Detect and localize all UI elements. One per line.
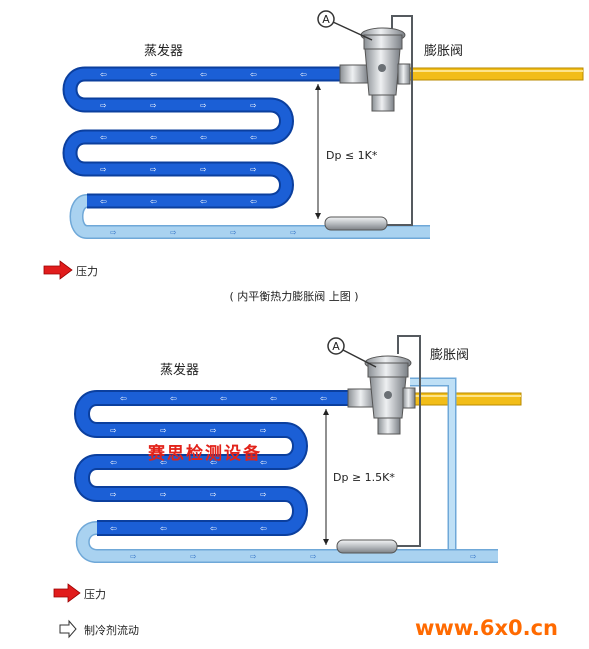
svg-text:⇨: ⇨ xyxy=(190,552,197,561)
svg-text:⇨: ⇨ xyxy=(150,165,157,174)
liquid-line-top xyxy=(407,67,584,81)
svg-text:⇨: ⇨ xyxy=(110,490,117,499)
svg-text:⇨: ⇨ xyxy=(250,101,257,110)
svg-text:⇦: ⇦ xyxy=(270,394,277,403)
marker-circle-top xyxy=(317,10,335,28)
flow-arrows-top: ⇦ ⇦ ⇦ ⇦ ⇦ ⇨ ⇨ ⇨ ⇨ ⇦ ⇦ ⇦ ⇦ ⇨ ⇨ ⇨ ⇨ ⇦ ⇦ ⇦ ⇦ ⇨ ⇨ ⇨ ⇨ xyxy=(100,70,307,237)
svg-text:⇨: ⇨ xyxy=(150,101,157,110)
svg-text:⇨: ⇨ xyxy=(250,165,257,174)
legend-pressure-top: 压力 xyxy=(76,265,98,278)
valve-label-top: 膨胀阀 xyxy=(424,44,463,59)
svg-text:⇨: ⇨ xyxy=(210,490,217,499)
svg-text:⇨: ⇨ xyxy=(170,228,177,237)
svg-text:⇨: ⇨ xyxy=(100,165,107,174)
svg-text:⇨: ⇨ xyxy=(160,490,167,499)
svg-text:⇨: ⇨ xyxy=(290,228,297,237)
dp-label-top: Dp ≤ 1K* xyxy=(326,149,378,162)
svg-text:⇦: ⇦ xyxy=(250,197,257,206)
valve-icon xyxy=(339,27,411,112)
dp-label-bottom: Dp ≥ 1.5K* xyxy=(333,471,395,484)
svg-text:⇦: ⇦ xyxy=(160,524,167,533)
svg-text:⇨: ⇨ xyxy=(160,426,167,435)
flow-arrow-icon xyxy=(59,619,77,639)
svg-text:⇨: ⇨ xyxy=(110,228,117,237)
svg-text:⇦: ⇦ xyxy=(100,197,107,206)
svg-text:⇨: ⇨ xyxy=(260,426,267,435)
svg-text:⇦: ⇦ xyxy=(150,70,157,79)
marker-leader-bottom xyxy=(342,349,377,368)
svg-text:⇨: ⇨ xyxy=(310,552,317,561)
capillary-tube-bottom xyxy=(395,335,421,547)
evaporator-label-top: 蒸发器 xyxy=(144,43,183,59)
svg-text:⇨: ⇨ xyxy=(200,165,207,174)
valve-label-bottom: 膨胀阀 xyxy=(430,348,469,363)
svg-text:⇨: ⇨ xyxy=(250,552,257,561)
capillary-tube-top xyxy=(385,15,413,226)
site-watermark: www.6x0.cn xyxy=(415,616,558,640)
pressure-arrow-icon xyxy=(43,260,73,280)
svg-text:⇨: ⇨ xyxy=(470,552,477,561)
svg-text:⇨: ⇨ xyxy=(260,490,267,499)
svg-text:⇦: ⇦ xyxy=(200,197,207,206)
equalizer-line xyxy=(410,377,457,553)
valve-icon xyxy=(347,355,416,435)
svg-text:⇦: ⇦ xyxy=(100,133,107,142)
svg-text:⇦: ⇦ xyxy=(260,524,267,533)
marker-leader-top xyxy=(332,21,373,41)
svg-text:⇦: ⇦ xyxy=(110,524,117,533)
svg-text:⇦: ⇦ xyxy=(260,458,267,467)
evaporator-label-bottom: 蒸发器 xyxy=(160,362,199,378)
sensor-bulb-icon xyxy=(336,539,398,554)
svg-text:⇦: ⇦ xyxy=(220,394,227,403)
svg-text:⇦: ⇦ xyxy=(200,133,207,142)
svg-text:⇦: ⇦ xyxy=(110,458,117,467)
flow-arrows-bottom: ⇦ ⇦ ⇦ ⇦ ⇦ ⇨ ⇨ ⇨ ⇨ ⇦ ⇦ ⇦ ⇦ ⇨ ⇨ ⇨ ⇨ ⇦ ⇦ ⇦ ⇦ ⇨ ⇨ ⇨ ⇨ ⇨ xyxy=(110,394,477,561)
marker-a-bottom: A xyxy=(332,340,340,353)
svg-text:⇦: ⇦ xyxy=(300,70,307,79)
sensor-bulb-icon xyxy=(324,216,388,231)
svg-text:⇦: ⇦ xyxy=(210,524,217,533)
svg-text:⇦: ⇦ xyxy=(150,133,157,142)
svg-text:⇦: ⇦ xyxy=(250,70,257,79)
svg-text:⇨: ⇨ xyxy=(230,228,237,237)
svg-text:⇨: ⇨ xyxy=(130,552,137,561)
marker-a-top: A xyxy=(322,13,330,26)
legend-flow: 制冷剂流动 xyxy=(84,623,139,637)
svg-text:⇦: ⇦ xyxy=(120,394,127,403)
marker-circle-bottom xyxy=(327,337,345,355)
liquid-line-bottom xyxy=(412,392,522,406)
svg-text:⇦: ⇦ xyxy=(210,458,217,467)
svg-text:⇦: ⇦ xyxy=(160,458,167,467)
svg-text:⇦: ⇦ xyxy=(170,394,177,403)
svg-text:⇦: ⇦ xyxy=(320,394,327,403)
company-watermark: 赛思检测设备 xyxy=(147,443,262,464)
svg-text:⇨: ⇨ xyxy=(100,101,107,110)
svg-text:⇨: ⇨ xyxy=(200,101,207,110)
pressure-arrow-icon xyxy=(53,583,81,603)
legend-pressure-bottom: 压力 xyxy=(84,588,106,601)
svg-text:⇦: ⇦ xyxy=(200,70,207,79)
svg-text:⇦: ⇦ xyxy=(150,197,157,206)
svg-text:⇦: ⇦ xyxy=(100,70,107,79)
svg-text:⇦: ⇦ xyxy=(250,133,257,142)
svg-text:⇨: ⇨ xyxy=(110,426,117,435)
caption-top: ( 内平衡热力膨胀阀 上图 ) xyxy=(229,289,358,303)
top-diagram: ⇦ ⇦ ⇦ ⇦ ⇦ ⇨ ⇨ ⇨ ⇨ ⇦ ⇦ ⇦ ⇦ ⇨ ⇨ ⇨ ⇨ ⇦ ⇦ ⇦ ⇦ ⇨ ⇨ ⇨ ⇨ A xyxy=(43,10,584,303)
bottom-diagram: ⇦ ⇦ ⇦ ⇦ ⇦ ⇨ ⇨ ⇨ ⇨ ⇦ ⇦ ⇦ ⇦ ⇨ ⇨ ⇨ ⇨ ⇦ ⇦ ⇦ ⇦ ⇨ ⇨ ⇨ ⇨ ⇨ A xyxy=(53,335,558,640)
svg-text:⇨: ⇨ xyxy=(210,426,217,435)
